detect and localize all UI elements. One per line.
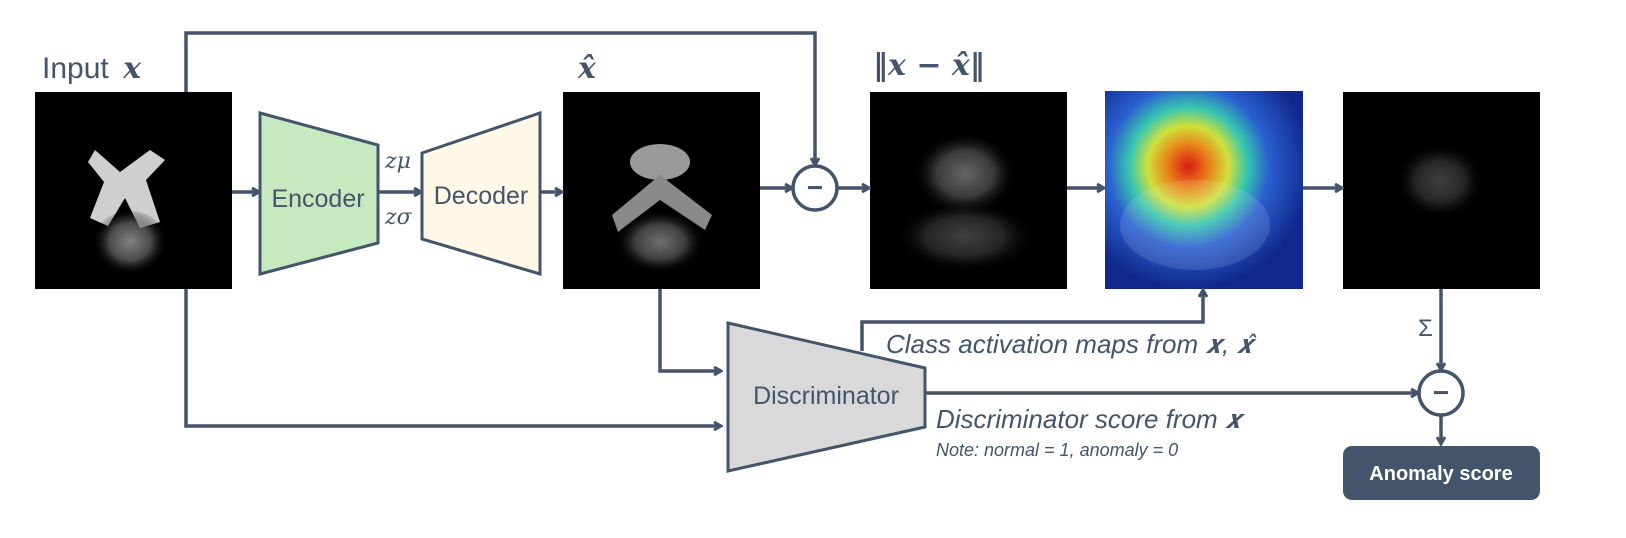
masked-difference-image (1343, 92, 1540, 289)
input-label: Input 𝒙 (42, 51, 142, 86)
connectors (184, 31, 1441, 443)
subtract-node-bottom-symbol: − (1433, 377, 1449, 408)
difference-label: ‖𝒙 − 𝒙̂‖ (873, 48, 985, 83)
z-mu-label: zμ (384, 149, 411, 174)
reconstruction-image (563, 92, 760, 289)
discriminator-score-caption: Discriminator score from 𝒙 (936, 404, 1246, 434)
note-caption: Note: normal = 1, anomaly = 0 (936, 440, 1178, 460)
input-image (35, 92, 232, 289)
decoder-block (420, 110, 542, 277)
cam-caption: Class activation maps from 𝒙, 𝒙̂ (886, 329, 1257, 359)
discriminator-label: Discriminator (753, 382, 899, 410)
subtract-node-top-symbol: − (807, 172, 823, 203)
sum-symbol: Σ (1418, 315, 1433, 342)
anomaly-score-box (1343, 446, 1540, 500)
z-sigma-label: zσ (384, 205, 413, 230)
difference-image (870, 92, 1067, 289)
decoder-label: Decoder (434, 182, 529, 210)
encoder-label: Encoder (271, 185, 364, 213)
discriminator-block (726, 321, 927, 473)
encoder-block (258, 111, 380, 276)
anomaly-score-label: Anomaly score (1369, 463, 1512, 485)
heatmap-image (1105, 91, 1303, 289)
reconstruction-label: 𝒙̂ (577, 51, 597, 86)
